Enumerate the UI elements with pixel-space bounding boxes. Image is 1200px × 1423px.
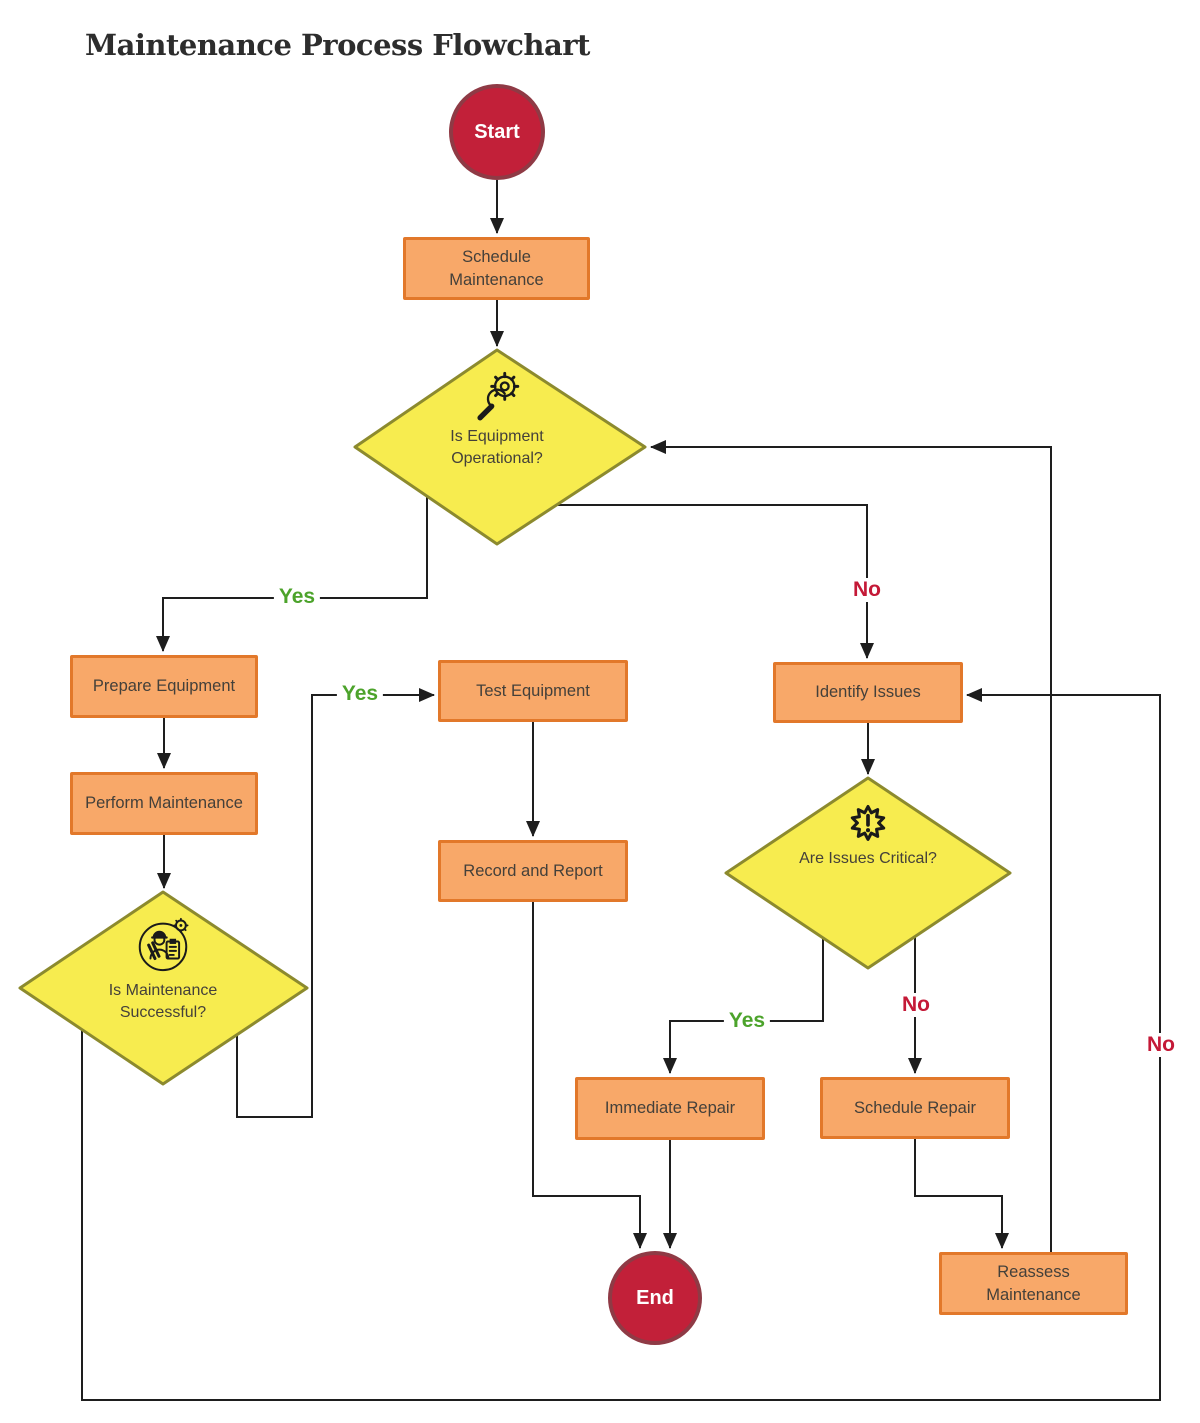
process-label: Prepare Equipment bbox=[92, 677, 236, 696]
edge-critical-yes-to-immediate bbox=[663, 938, 824, 1074]
edge-successful-yes-to-test bbox=[236, 688, 435, 1118]
start-node: Start bbox=[449, 84, 545, 180]
process-label: Immediate Repair bbox=[604, 1099, 736, 1118]
end-label: End bbox=[636, 1286, 674, 1309]
edge-label-critical-no: No bbox=[897, 993, 935, 1017]
decision-equipment-operational-shape bbox=[353, 348, 647, 546]
edge-record-to-end bbox=[532, 902, 647, 1249]
process-label: Schedule Maintenance bbox=[449, 248, 544, 289]
process-immediate-repair: Immediate Repair bbox=[575, 1077, 765, 1140]
edge-label-operational-yes: Yes bbox=[273, 585, 321, 609]
edge-operational-yes-to-prepare bbox=[156, 495, 428, 652]
process-perform-maintenance: Perform Maintenance bbox=[70, 772, 258, 835]
end-node: End bbox=[608, 1251, 702, 1345]
edge-label-successful-yes: Yes bbox=[336, 682, 384, 706]
decision-maintenance-successful-shape bbox=[18, 890, 309, 1086]
process-identify-issues: Identify Issues bbox=[773, 662, 963, 723]
page-title: Maintenance Process Flowchart bbox=[85, 28, 590, 62]
process-label: Schedule Repair bbox=[854, 1098, 976, 1117]
process-record-and-report: Record and Report bbox=[438, 840, 628, 902]
process-reassess-maintenance: Reassess Maintenance bbox=[939, 1252, 1128, 1315]
decision-issues-critical-shape bbox=[724, 776, 1012, 970]
process-schedule-repair: Schedule Repair bbox=[820, 1077, 1010, 1139]
process-label: Identify Issues bbox=[815, 683, 921, 702]
process-label: Reassess Maintenance bbox=[986, 1263, 1081, 1304]
process-label: Perform Maintenance bbox=[85, 794, 243, 813]
edge-label-successful-no: No bbox=[1142, 1033, 1180, 1057]
edge-schedule-repair-to-reassess bbox=[914, 1139, 1009, 1249]
process-prepare-equipment: Prepare Equipment bbox=[70, 655, 258, 718]
process-label: Test Equipment bbox=[476, 681, 590, 700]
process-test-equipment: Test Equipment bbox=[438, 660, 628, 722]
edge-label-operational-no: No bbox=[848, 578, 886, 602]
start-label: Start bbox=[474, 120, 520, 143]
edge-operational-no-to-identify bbox=[558, 504, 874, 659]
edge-successful-no-to-identify bbox=[81, 688, 1161, 1401]
edge-label-critical-yes: Yes bbox=[723, 1009, 771, 1033]
edge-reassess-to-operational bbox=[650, 440, 1052, 1252]
process-label: Record and Report bbox=[463, 861, 603, 880]
process-schedule-maintenance: Schedule Maintenance bbox=[403, 237, 590, 300]
